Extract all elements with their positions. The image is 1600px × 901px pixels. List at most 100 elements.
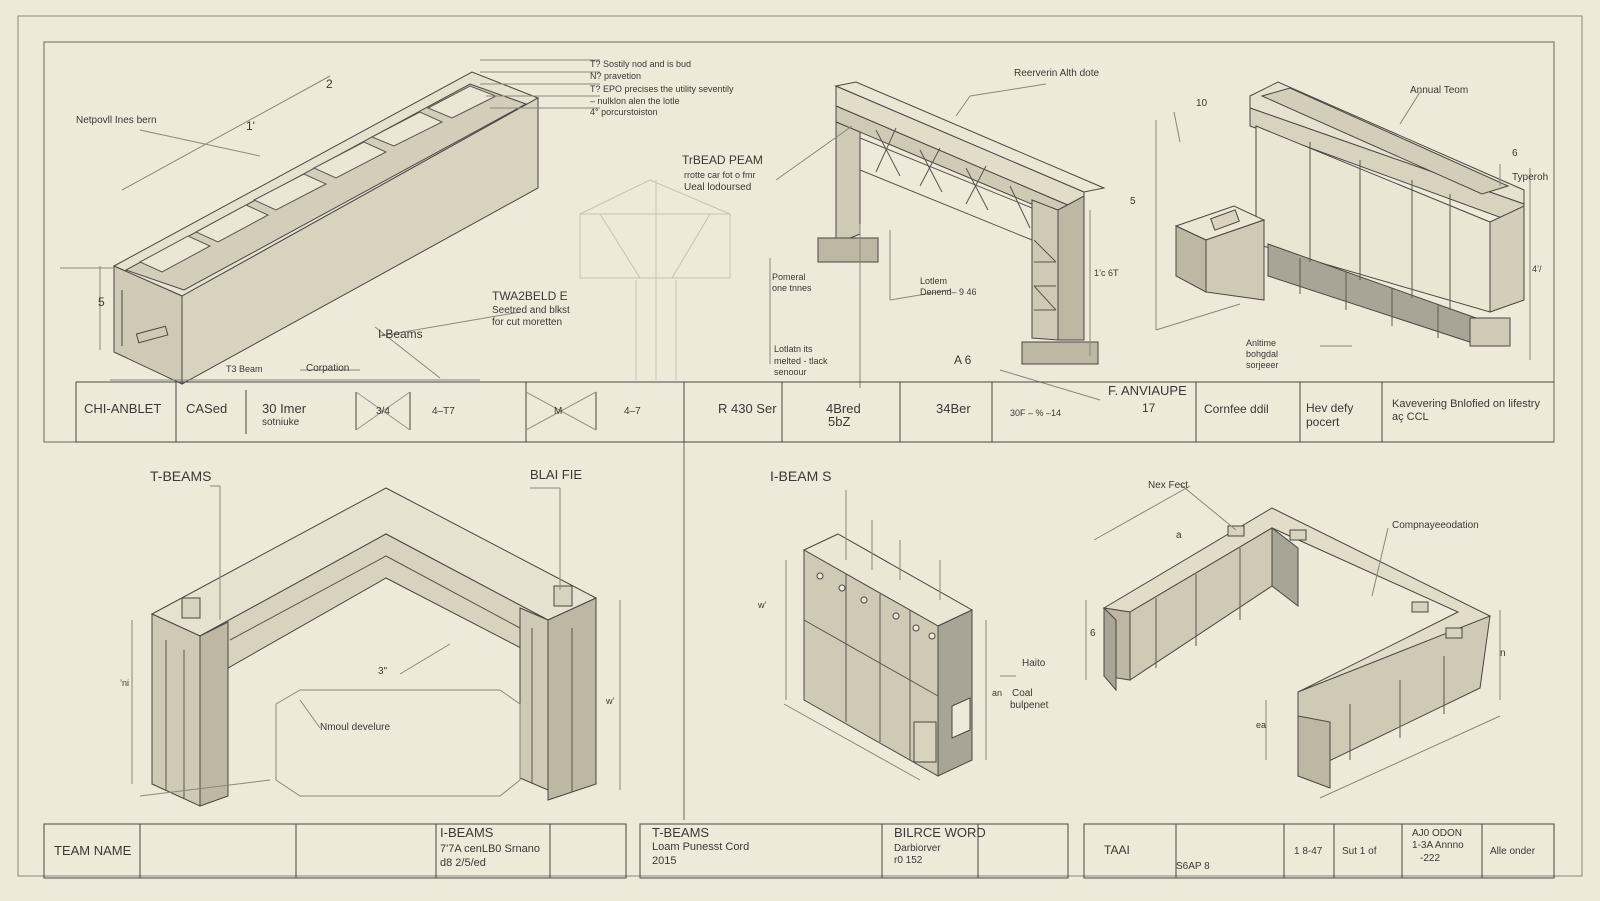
counter-anti-2: bohgdal [1246,349,1279,359]
beam-note-4: – nulklon alen the lotle [590,96,680,106]
wall-coal-2: bulpenet [1010,700,1049,711]
top-table-cell-5: 4–T7 [432,406,455,417]
corpation-callout: Corpation [306,363,350,374]
left-table-beam-line3: d8 2/5/ed [440,857,486,869]
twa-note-line-1: Seetred and blkst [492,305,570,316]
bottom-title-tables-grid [43,823,1555,879]
wall-title: I-BEAM S [770,468,832,484]
counter-anti-1: Anltime [1246,338,1277,348]
center-note-line-1: rrotte car fot o fmr [684,170,756,180]
truss-pomeral-2: one tnnes [772,283,812,293]
mid-table-line2: Loam Punesst Cord [652,841,750,853]
right-table-c1: TAAI [1104,843,1130,857]
top-table-cell-10: 34Ber [936,401,971,416]
beam-note-2: N? pravetion [590,71,642,81]
counter-drawing [1155,81,1531,360]
wall-haite-label: Haito [1022,658,1046,669]
twa-note-line-2: for cut moretten [492,317,563,328]
right-table-c4: Sut 1 of [1342,846,1377,857]
counter-dim-2: 5 [1130,196,1136,207]
u-shape-dim-3: n [1500,648,1506,659]
beam-left-main-label: Netpovll Ines bern [76,115,157,126]
wall-coal-1: Coal [1012,688,1033,699]
mid-table-right3: r0 152 [894,855,923,866]
right-table-c3: 1 8-47 [1294,846,1323,857]
wall-dim-2: an [992,688,1003,698]
right-table-c5a: AJ0 ODON [1412,828,1463,839]
top-table-cell-11a: F. ANVIAUPE [1108,383,1187,398]
top-table-cell-14b: pocert [1306,415,1340,429]
mid-table-right1: BILRCE WORD [894,825,986,840]
right-table-c5c: -222 [1420,853,1441,864]
top-table-cell-13: Cornfee ddil [1204,402,1269,416]
mid-table-right2: Darbiorver [894,843,941,854]
right-table-c2: S6AP 8 [1176,861,1210,872]
wall-drawing [783,490,1016,781]
truss-drawing [769,81,1106,401]
top-table-cell-9a: 4Bred [826,401,861,416]
frame-dim-1: 3" [378,666,388,677]
frame-mid-label: Nmoul develure [320,722,391,733]
truss-dim-right: 1’c 6T [1094,268,1119,278]
truss-dim-bottom: A 6 [954,353,972,367]
counter-top-label: Annual Teom [1410,85,1469,96]
truss-lotlatn-1: Lotlatn its [774,344,813,354]
twa-note-title: TWA2BELD E [492,289,568,303]
top-table-cell-12: 30F – % –14 [1010,408,1062,418]
wall-dim-1: w’ [758,600,767,610]
beam-note-1: T? Sostily nod and is bud [590,59,692,69]
u-shape-nex-label: Nex Fect [1148,480,1189,491]
center-note-title: TrBEAD PEAM [682,153,763,167]
right-table-c6: Alle onder [1490,846,1536,857]
counter-dim-4: 4’/ [1532,264,1542,274]
right-table-c5b: 1-3A Annno [1412,840,1464,851]
top-table-cell-11b: 17 [1142,401,1156,415]
truss-lotlem-2: Denend– 9 46 [920,287,977,297]
center-note-line-2: Ueal lodoursed [684,182,752,193]
top-table-cell-7: 4–7 [624,406,641,417]
top-table-cell-6: M [554,406,563,417]
counter-dim-1: 10 [1196,98,1208,109]
top-table-cell-3a: 30 Imer [262,401,307,416]
team-name-label: TEAM NAME [54,843,132,858]
truss-lotlatn-2: melted - tlack [774,356,828,366]
frame-dim-2: ’ni [120,678,130,688]
top-table-cell-4: 3/4 [376,406,390,417]
t3-beam-callout: T3 Beam [226,364,263,374]
left-table-beam-title: I-BEAMS [440,825,494,840]
beam-note-3: T? EPO precises the utility seventily [590,84,734,94]
u-shape-drawing [1085,483,1501,799]
beam-note-5: 4° porcurstoiston [590,107,658,117]
beam-dim-top: 2 [326,77,333,91]
u-shape-dim-1: a [1176,530,1182,541]
top-title-table-grid [75,381,1554,443]
u-shape-dim-4: ea [1256,720,1267,730]
left-table-beam-line2: 7'7A cenLB0 Srnano [440,843,540,855]
top-table-cell-15a: Kavevering Bnlofied on lifestry [1392,398,1540,410]
mid-table-line1: T-BEAMS [652,825,710,840]
mid-table-line3: 2015 [652,855,677,867]
top-table-cell-3b: sotniuke [262,417,300,428]
beam-left-drawing [60,59,600,385]
ghost-truss-drawing [579,179,731,380]
top-table-cell-9b: 5bZ [828,414,851,429]
beam-dim-side: 5 [98,295,105,309]
i-beams-callout: I-Beams [378,327,423,341]
frame-title: T-BEAMS [150,468,212,484]
truss-top-label: Reerverin Alth dote [1014,68,1100,79]
top-table-cell-8: R 430 Ser [718,401,777,416]
top-table-cell-1: CHI-ANBLET [84,401,162,416]
frame-drawing [131,485,621,807]
frame-dim-3: w’ [606,696,615,706]
u-shape-dim-2: 6 [1090,628,1096,639]
truss-lotlatn-3: senoour [774,367,807,377]
counter-typ-label: Typeroh [1512,172,1549,183]
beam-dim-mid: 1' [246,119,255,133]
top-table-cell-15b: aç CCL [1392,411,1429,423]
frame-right-label: BLAI FIE [530,467,583,482]
top-table-cell-2: CASed [186,401,228,416]
truss-pomeral-1: Pomeral [772,272,806,282]
counter-dim-3: 6 [1512,148,1518,159]
